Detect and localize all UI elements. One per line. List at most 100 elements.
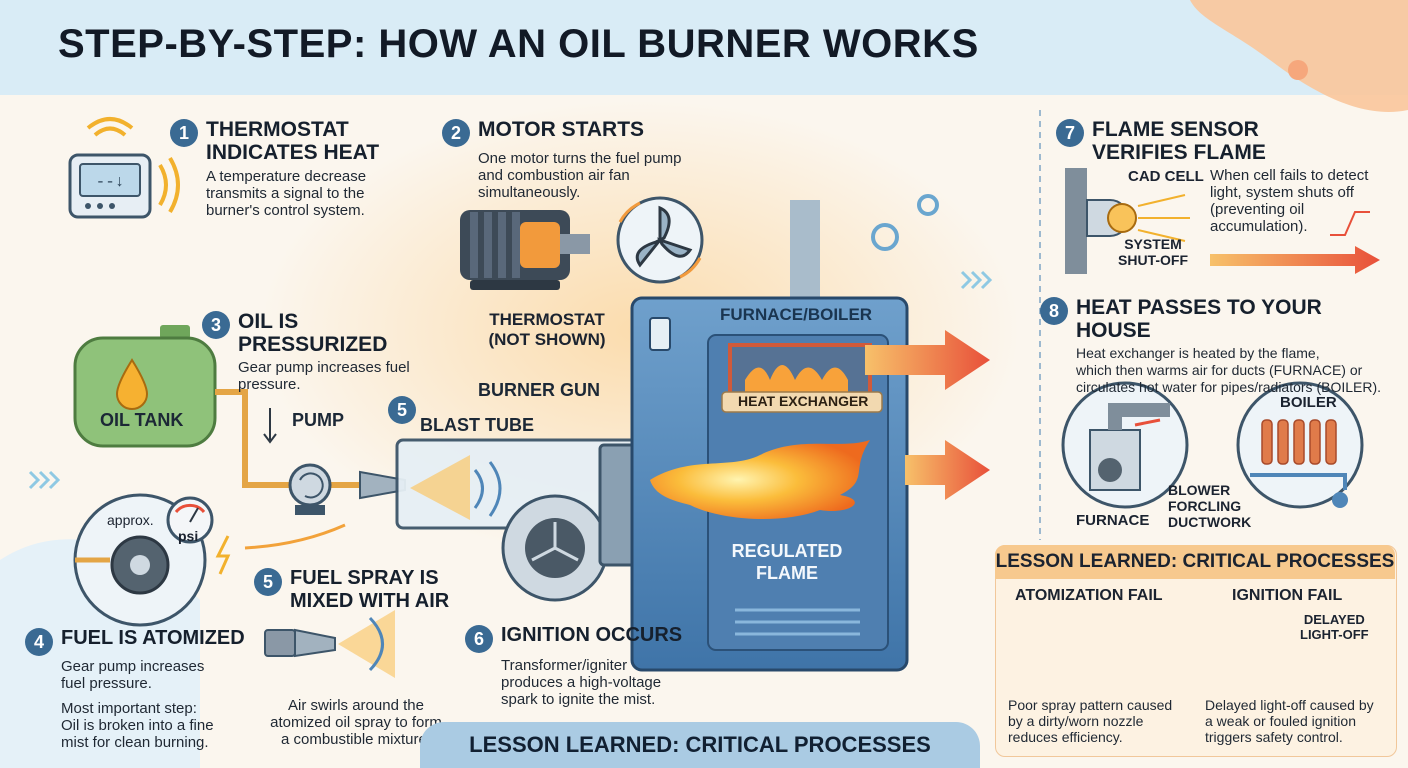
step-body: light, system shuts off bbox=[1210, 184, 1354, 201]
blower-line: DUCTWORK bbox=[1168, 514, 1252, 530]
step-body: pressure. bbox=[238, 376, 301, 393]
step-body: Gear pump increases fuel bbox=[238, 359, 410, 376]
pump-icon bbox=[288, 463, 406, 515]
regulated-flame-line: REGULATED bbox=[731, 541, 843, 561]
delayed-lightoff-tag: DELAYED LIGHT-OFF bbox=[1300, 612, 1369, 642]
psi-label: psi bbox=[178, 528, 199, 544]
step-body: Gear pump increases bbox=[61, 658, 205, 675]
svg-text:--↓: --↓ bbox=[96, 173, 125, 191]
step-heading: THERMOSTAT bbox=[206, 118, 349, 141]
step-number: 2 bbox=[442, 119, 470, 147]
delayed-lightoff-line: DELAYED bbox=[1303, 612, 1365, 627]
thermostat-note-line: (NOT SHOWN) bbox=[488, 330, 606, 349]
thermostat-device-icon: --↓ bbox=[68, 117, 180, 219]
step-2: 2 MOTOR STARTS One motor turns the fuel … bbox=[442, 118, 732, 201]
step-body: A temperature decrease bbox=[206, 168, 367, 185]
step-number: 6 bbox=[465, 625, 493, 653]
cad-cell-label: CAD CELL bbox=[1128, 168, 1204, 185]
atomization-fail-body: Poor spray pattern caused by a dirty/wor… bbox=[1008, 697, 1172, 745]
system-shutoff-line: SHUT-OFF bbox=[1118, 252, 1188, 268]
cad-cell-icon bbox=[1065, 168, 1380, 274]
boiler-radiator-inset bbox=[1236, 381, 1364, 509]
nozzle-spray bbox=[264, 610, 395, 678]
step-8: 8 HEAT PASSES TO YOUR HOUSE Heat exchang… bbox=[1040, 296, 1400, 396]
step-body: transmits a signal to the bbox=[206, 185, 365, 202]
atomization-fail-heading: ATOMIZATION FAIL bbox=[1015, 587, 1163, 604]
bottom-lesson-banner: LESSON LEARNED: CRITICAL PROCESSES bbox=[420, 722, 980, 768]
lesson-body-line: a weak or fouled ignition bbox=[1205, 713, 1356, 729]
delayed-lightoff-line: LIGHT-OFF bbox=[1300, 627, 1369, 642]
step-6: 6 IGNITION OCCURS Transformer/igniter pr… bbox=[465, 624, 715, 708]
step-heading: FUEL SPRAY IS bbox=[290, 567, 439, 589]
step-body: simultaneously. bbox=[478, 184, 581, 201]
step-1: 1 THERMOSTAT INDICATES HEAT A temperatur… bbox=[170, 118, 400, 219]
burner-flame bbox=[650, 440, 870, 520]
step-number: 3 bbox=[202, 311, 230, 339]
system-shutoff-label: SYSTEM SHUT-OFF bbox=[1118, 236, 1188, 268]
step-body: circulates hot water for pipes/radiators… bbox=[1076, 379, 1382, 395]
oil-tank-label: OIL TANK bbox=[100, 410, 184, 430]
blower-line: BLOWER bbox=[1168, 482, 1231, 498]
thermostat-note-line: THERMOSTAT bbox=[489, 310, 605, 329]
pump-label: PUMP bbox=[292, 410, 345, 430]
regulated-flame-line: FLAME bbox=[756, 563, 818, 583]
system-shutoff-line: SYSTEM bbox=[1124, 236, 1182, 252]
step-3: 3 OIL IS PRESSURIZED Gear pump increases… bbox=[202, 310, 452, 393]
step-number: 8 bbox=[1040, 297, 1068, 325]
lesson-body-line: triggers safety control. bbox=[1205, 729, 1343, 745]
step-body: fuel pressure. bbox=[61, 675, 152, 692]
step-body: which then warms air for ducts (FURNACE)… bbox=[1076, 362, 1363, 378]
lesson-body-line: Poor spray pattern caused bbox=[1008, 697, 1173, 713]
step-5: 5 FUEL SPRAY IS MIXED WITH AIR bbox=[254, 567, 474, 613]
step-number: 4 bbox=[25, 628, 53, 656]
step-body: (preventing oil bbox=[1210, 201, 1305, 218]
step-heading: OIL IS PRESSURIZED bbox=[238, 310, 388, 356]
step-7: 7 FLAME SENSOR VERIFIES FLAME bbox=[1056, 118, 1296, 164]
ignition-fail-body: Delayed light-off caused by a weak or fo… bbox=[1205, 697, 1374, 745]
step-heading: IGNITION OCCURS bbox=[501, 624, 683, 646]
step-body: atomized oil spray to form bbox=[270, 714, 442, 731]
lesson-body-line: by a dirty/worn nozzle bbox=[1008, 713, 1144, 729]
step-heading: HEAT PASSES TO YOUR HOUSE bbox=[1076, 296, 1322, 342]
step-body: spark to ignite the mist. bbox=[501, 691, 656, 708]
regulated-flame-label: REGULATED FLAME bbox=[712, 540, 862, 584]
step-4: 4 FUEL IS ATOMIZED Gear pump increases f… bbox=[25, 627, 265, 751]
step-number: 5 bbox=[254, 568, 282, 596]
step-body: accumulation). bbox=[1210, 218, 1308, 235]
lesson-body-line: reduces efficiency. bbox=[1008, 729, 1123, 745]
lesson-body-line: Delayed light-off caused by bbox=[1205, 697, 1374, 713]
step-body: When cell fails to detect bbox=[1210, 167, 1369, 184]
gears-icon bbox=[871, 194, 939, 251]
step-heading: FLAME SENSOR bbox=[1092, 118, 1259, 141]
motor-icon bbox=[460, 196, 704, 290]
boiler-label: BOILER bbox=[1280, 394, 1337, 411]
step-heading: INDICATES HEAT bbox=[206, 141, 380, 164]
step-number: 7 bbox=[1056, 119, 1084, 147]
heat-arrow-lower bbox=[905, 440, 990, 500]
heat-arrow-upper bbox=[865, 330, 990, 390]
lesson-panel bbox=[995, 545, 1397, 757]
burner-gun-label: BURNER GUN bbox=[478, 380, 601, 400]
step-heading: MIXED WITH AIR bbox=[290, 590, 450, 612]
step-body: Air swirls around the bbox=[288, 697, 424, 714]
page-title: STEP-BY-STEP: HOW AN OIL BURNER WORKS bbox=[58, 22, 979, 66]
furnace-duct-inset bbox=[1061, 381, 1189, 509]
ignition-fail-heading: IGNITION FAIL bbox=[1232, 587, 1343, 604]
heat-exchanger-label: HEAT EXCHANGER bbox=[738, 393, 869, 409]
step-5-marker: 5 bbox=[388, 396, 416, 424]
step-7-body: When cell fails to detect light, system … bbox=[1210, 167, 1400, 235]
step-5-body: Air swirls around the atomized oil spray… bbox=[256, 697, 456, 748]
thermostat-note: THERMOSTAT (NOT SHOWN) bbox=[482, 310, 612, 350]
blower-label: BLOWER FORCLING DUCTWORK bbox=[1168, 482, 1251, 530]
step-number: 1 bbox=[170, 119, 198, 147]
lesson-title: LESSON LEARNED: CRITICAL PROCESSES bbox=[995, 545, 1395, 579]
step-body: a combustible mixture. bbox=[280, 731, 432, 748]
blast-tube-label: BLAST TUBE bbox=[420, 415, 534, 435]
step-body: Transformer/igniter bbox=[501, 657, 628, 674]
step-body: Heat exchanger is heated by the flame, bbox=[1076, 345, 1320, 361]
step-heading: VERIFIES FLAME bbox=[1092, 141, 1266, 164]
approx-label: approx. bbox=[107, 512, 154, 528]
step-body: Most important step: bbox=[61, 700, 197, 717]
step-body: One motor turns the fuel pump bbox=[478, 150, 682, 167]
